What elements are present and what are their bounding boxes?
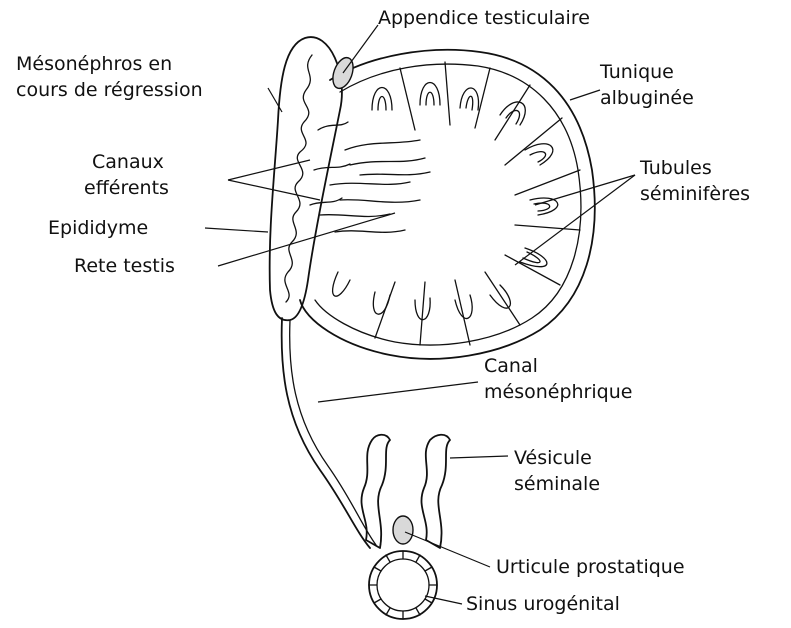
label-vesicule-line2: séminale [514,472,600,496]
label-tubules-line1: Tubules [640,156,712,180]
leader-utricule [405,532,490,567]
prostatic-utricle [393,516,413,544]
leader-canaux-1 [228,160,310,180]
label-vesicule-line1: Vésicule [514,446,592,470]
label-canaux-line2: efférents [84,176,169,200]
label-canaux-line1: Canaux [92,150,164,174]
leader-epididyme [205,228,268,232]
testis [300,50,595,359]
leader-tubules-1 [535,175,635,205]
leader-lines [205,25,635,604]
label-sinus-urogenital: Sinus urogénital [466,592,620,616]
label-urticule-prostatique: Urticule prostatique [496,555,685,579]
label-epididyme: Epididyme [48,216,148,240]
label-canal-line2: mésonéphrique [484,380,632,404]
leader-vesicule [450,456,508,458]
label-tunique-line1: Tunique [600,60,674,84]
leader-rete [218,213,395,266]
label-tubules-line2: séminifères [640,182,750,206]
label-canal-line1: Canal [484,354,538,378]
leader-canal [318,382,478,402]
label-mesonephros-line2: cours de régression [16,78,203,102]
label-tunique-line2: albuginée [600,86,694,110]
urogenital-sinus [369,551,437,619]
label-mesonephros-line1: Mésonéphros en [16,52,172,76]
label-appendice-testiculaire: Appendice testiculaire [378,6,590,30]
leader-tunique [570,90,600,100]
label-rete-testis: Rete testis [74,254,175,278]
epididymis-duct [285,55,312,302]
